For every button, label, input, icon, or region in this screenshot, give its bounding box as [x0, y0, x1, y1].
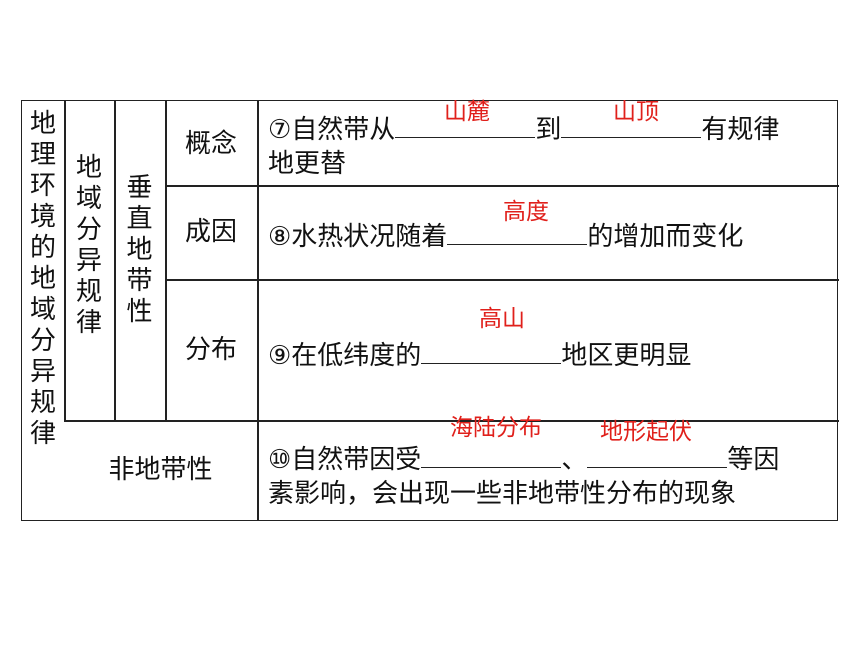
- blank-2: [561, 109, 702, 138]
- col1-vertical-text: 地理环境的地域分异规律: [22, 109, 64, 450]
- vertical-char: 异: [75, 246, 102, 276]
- row-label-distribution: 分布: [184, 335, 237, 365]
- blank-1: [395, 109, 536, 138]
- concept-middle: 到: [535, 115, 562, 145]
- cause-prefix: ⑧水热状况随着: [268, 222, 448, 252]
- concept-prefix: ⑦自然带从: [268, 115, 396, 145]
- vertical-char: 规: [29, 388, 56, 418]
- vertical-char: 分: [75, 215, 102, 245]
- vertical-char: 理: [29, 140, 56, 170]
- divider: [165, 279, 839, 281]
- vertical-char: 地: [75, 153, 102, 183]
- answer-altitude: 高度: [503, 199, 549, 225]
- vertical-char: 直: [126, 204, 153, 234]
- concept-content: ⑦自然带从 到 有规律 地更替: [268, 109, 779, 181]
- vertical-char: 环: [29, 171, 56, 201]
- divider: [165, 185, 839, 187]
- distribution-suffix: 地区更明显: [561, 341, 692, 371]
- answer-summit: 山顶: [613, 99, 659, 125]
- azonal-suffix: 等因: [727, 445, 780, 475]
- azonal-line2: 素影响，会出现一些非地带性分布的现象: [268, 479, 737, 509]
- vertical-char: 规: [75, 277, 102, 307]
- col3-vertical-text: 垂直地带性: [114, 173, 165, 328]
- blank-4: [421, 335, 562, 364]
- col2-vertical-text: 地域分异规律: [64, 153, 114, 339]
- divider: [165, 101, 167, 421]
- divider: [257, 101, 259, 521]
- vertical-char: 的: [29, 233, 56, 263]
- concept-line2: 地更替: [268, 149, 347, 179]
- vertical-char: 性: [126, 297, 153, 327]
- answer-piedmont: 山麓: [444, 99, 490, 125]
- row-label-azonal: 非地带性: [108, 455, 213, 485]
- distribution-prefix: ⑨在低纬度的: [268, 341, 422, 371]
- vertical-char: 境: [29, 202, 56, 232]
- vertical-char: 域: [75, 184, 102, 214]
- vertical-char: 地: [126, 235, 153, 265]
- vertical-char: 地: [29, 109, 56, 139]
- vertical-char: 分: [29, 326, 56, 356]
- azonal-middle: 、: [561, 445, 588, 475]
- divider: [64, 101, 66, 421]
- vertical-char: 律: [75, 308, 102, 338]
- answer-terrain: 地形起伏: [600, 419, 692, 445]
- blank-5: [421, 439, 562, 468]
- divider: [64, 420, 839, 422]
- vertical-char: 异: [29, 357, 56, 387]
- blank-6: [587, 439, 728, 468]
- blank-3: [447, 216, 588, 245]
- concept-suffix: 有规律: [701, 115, 780, 145]
- vertical-char: 垂: [126, 173, 153, 203]
- vertical-char: 带: [126, 266, 153, 296]
- row-label-concept: 概念: [184, 129, 237, 159]
- answer-land-sea: 海陆分布: [450, 415, 542, 441]
- row-label-cause: 成因: [184, 217, 237, 247]
- distribution-content: ⑨在低纬度的 地区更明显: [268, 335, 691, 373]
- knowledge-table: 地理环境的地域分异规律 地域分异规律 垂直地带性 概念 成因 分布 非地带性 ⑦…: [21, 99, 839, 521]
- divider: [114, 101, 116, 421]
- vertical-char: 域: [29, 295, 56, 325]
- azonal-prefix: ⑩自然带因受: [268, 445, 422, 475]
- vertical-char: 律: [29, 419, 56, 449]
- vertical-char: 地: [29, 264, 56, 294]
- cause-content: ⑧水热状况随着 的增加而变化: [268, 216, 743, 254]
- cause-suffix: 的增加而变化: [587, 222, 744, 252]
- answer-high-mountain: 高山: [479, 306, 525, 332]
- azonal-content: ⑩自然带因受 、 等因 素影响，会出现一些非地带性分布的现象: [268, 439, 779, 511]
